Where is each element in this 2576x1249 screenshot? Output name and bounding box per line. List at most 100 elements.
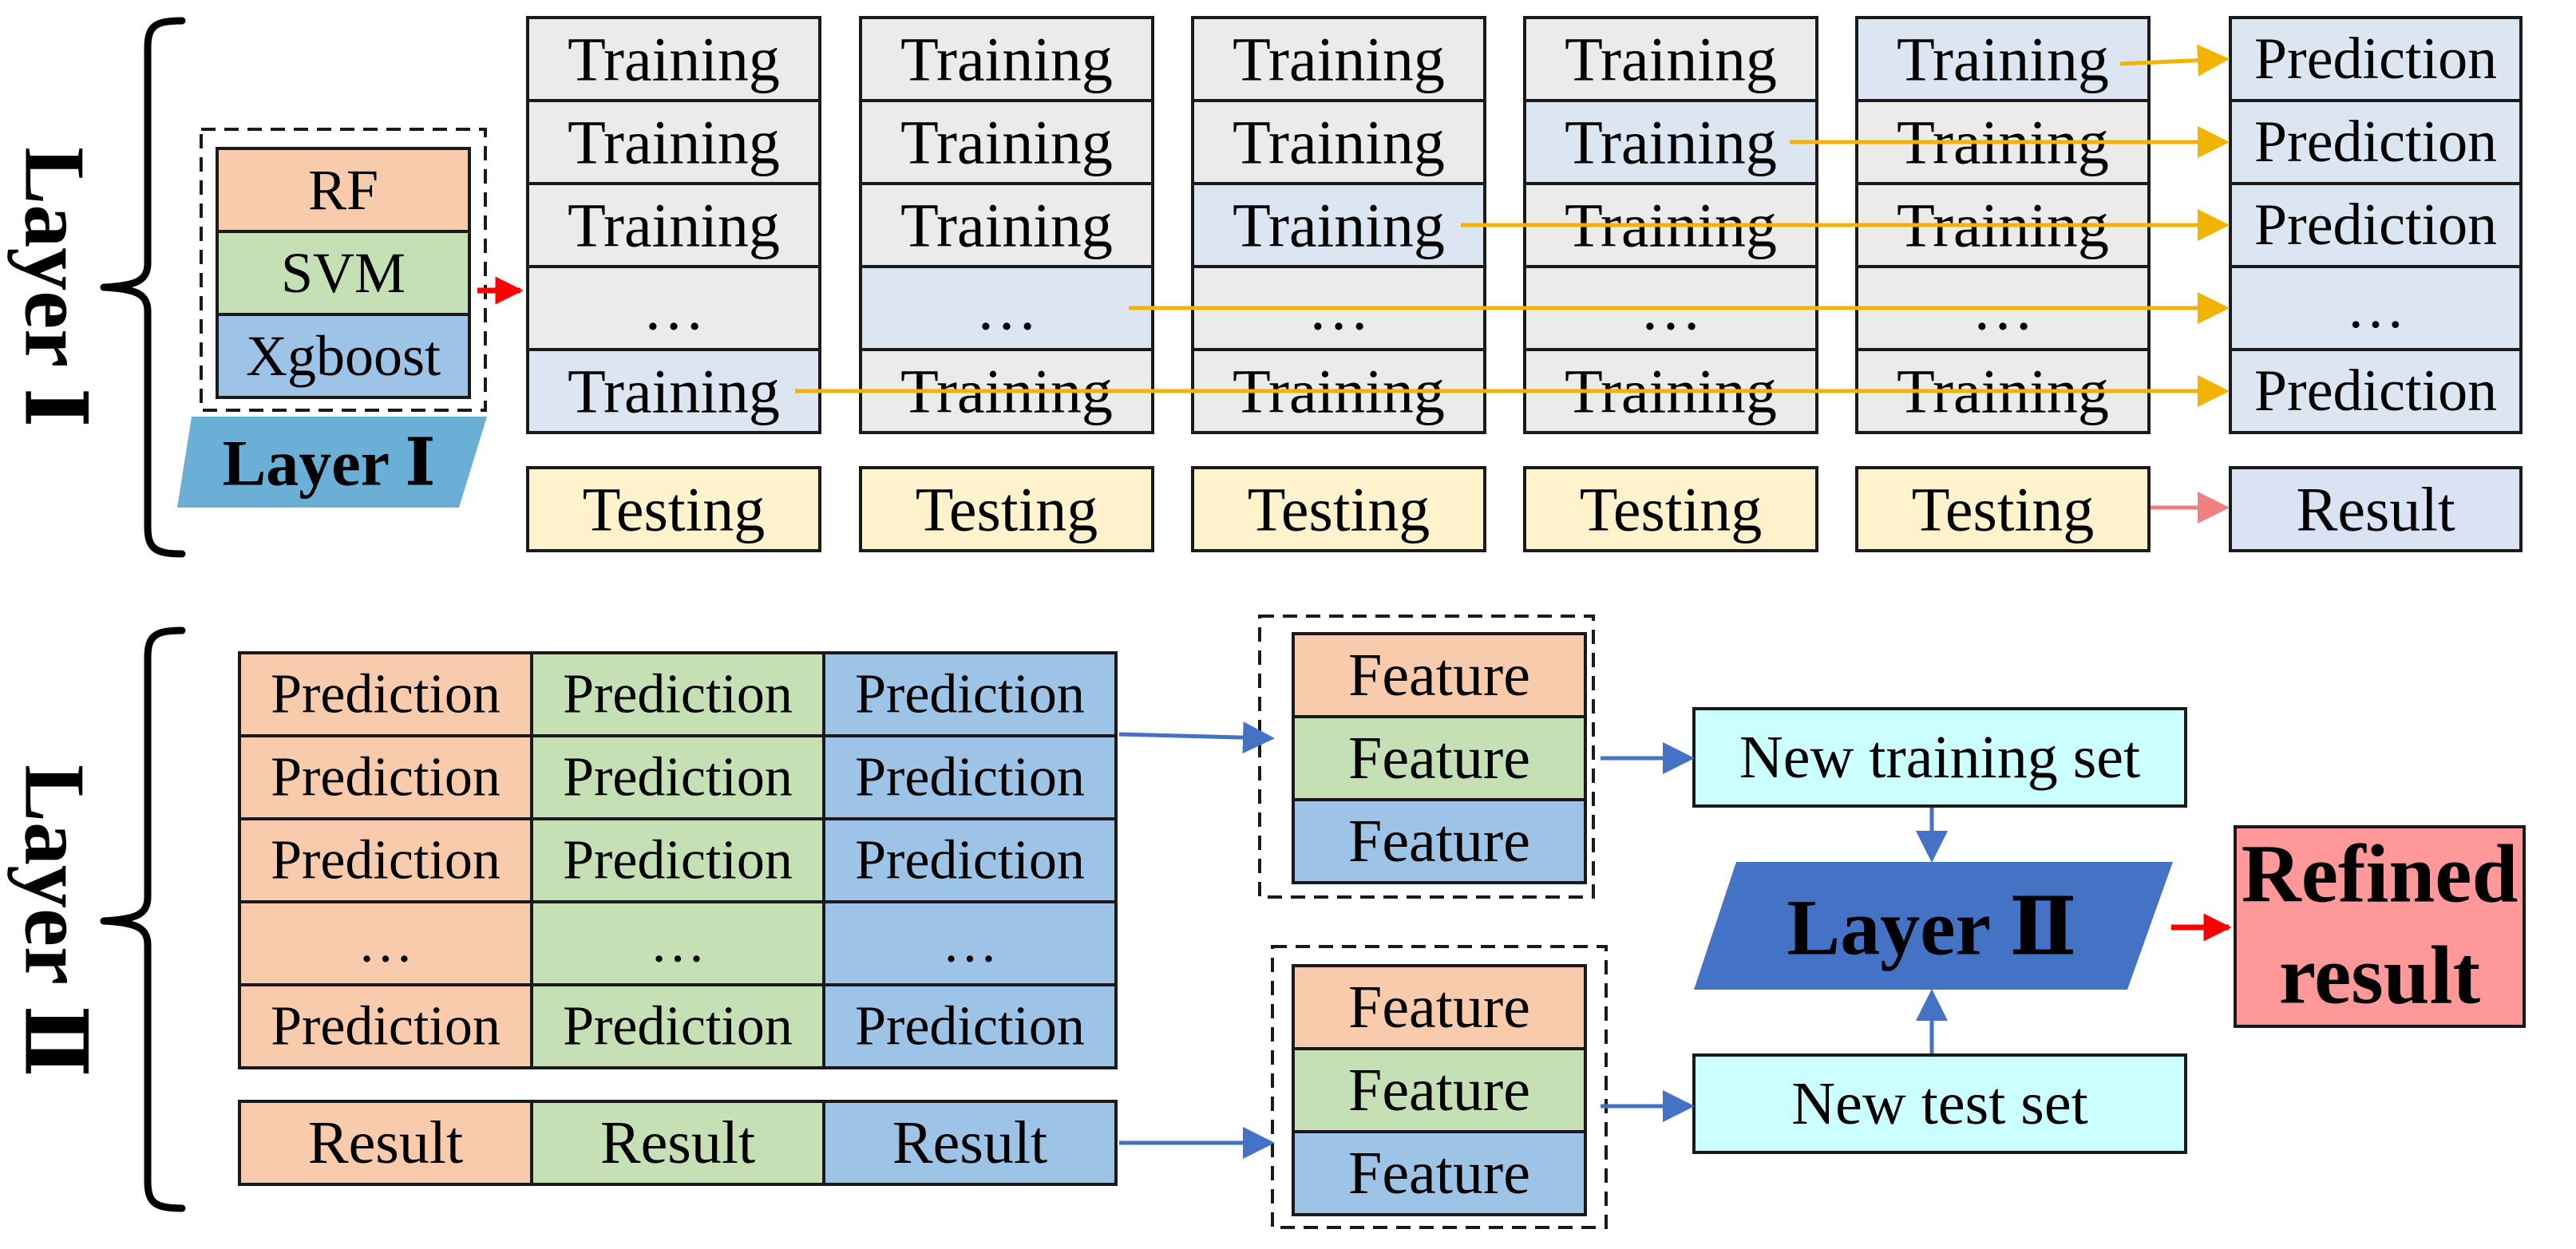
table-prediction-label: Prediction xyxy=(271,996,501,1057)
testing-label: Testing xyxy=(1912,475,2095,544)
result-cell-1 xyxy=(238,1100,533,1186)
table-prediction-label: Prediction xyxy=(855,830,1085,891)
model-label-xgboost: Xgboost xyxy=(246,324,441,388)
cross-validation-folds: TrainingTrainingTraining…TrainingTesting… xyxy=(526,16,2151,552)
fold-2-row-2 xyxy=(859,99,1154,185)
fold-training-label: Training xyxy=(568,191,780,260)
fold-ellipsis: … xyxy=(975,274,1038,343)
layer1-result-label: Result xyxy=(2296,475,2455,544)
feature-bottom-label: Feature xyxy=(1348,974,1530,1041)
table-cell xyxy=(822,651,1118,737)
feature-bottom-box-3 xyxy=(1292,1130,1587,1216)
prediction-ellipsis: … xyxy=(2346,275,2405,341)
fold-1-row-4 xyxy=(526,265,821,351)
fold-training-label: Training xyxy=(1233,108,1445,177)
layer1-result-box xyxy=(2229,466,2523,552)
layer1-side-label: Layer Ⅰ xyxy=(7,147,102,427)
new-training-set-label: New training set xyxy=(1739,724,2140,791)
fold-training-label: Training xyxy=(1233,25,1445,94)
feature-top-label: Feature xyxy=(1348,808,1530,875)
testing-box-4 xyxy=(1523,466,1818,552)
prediction-box-4 xyxy=(2229,265,2523,351)
table-cell xyxy=(822,900,1118,986)
layer2-brace xyxy=(100,626,186,1212)
testing-box-3 xyxy=(1191,466,1486,552)
refined-result-box xyxy=(2234,825,2526,1028)
new-training-set-box xyxy=(1692,707,2187,808)
feature-bottom-box-2 xyxy=(1292,1047,1587,1133)
fold-training-label: Training xyxy=(900,25,1113,94)
fold-training-label: Training xyxy=(568,25,780,94)
table-prediction-label: Prediction xyxy=(855,996,1085,1057)
base-models-group: RF SVM Xgboost xyxy=(200,128,487,412)
fold-1-row-2 xyxy=(526,99,821,185)
feature-top-label: Feature xyxy=(1348,642,1530,709)
table-prediction-label: Prediction xyxy=(563,996,793,1057)
table-ellipsis: … xyxy=(358,913,414,974)
testing-box-1 xyxy=(526,466,821,552)
fold-training-label: Training xyxy=(568,357,780,426)
testing-box-2 xyxy=(859,466,1154,552)
result-cell-label: Result xyxy=(308,1109,463,1176)
fold-1-row-3 xyxy=(526,182,821,268)
result-cell-3 xyxy=(822,1100,1118,1186)
table-prediction-label: Prediction xyxy=(271,830,501,891)
testing-label: Testing xyxy=(916,475,1098,544)
testing-label: Testing xyxy=(1580,475,1763,544)
fold-training-label: Training xyxy=(1565,25,1777,94)
prediction-box-5 xyxy=(2229,348,2523,434)
prediction-box-1 xyxy=(2229,16,2523,102)
table-ellipsis: … xyxy=(942,913,998,974)
table-prediction-label: Prediction xyxy=(563,747,793,808)
fold-4-row-2 xyxy=(1523,99,1818,185)
prediction-label: Prediction xyxy=(2254,192,2497,258)
table-cell xyxy=(530,817,825,903)
model-label-rf: RF xyxy=(308,158,378,222)
layer2-arrows xyxy=(1118,721,2232,1159)
fold-training-label: Training xyxy=(900,191,1113,260)
fold-ellipsis: … xyxy=(643,274,705,343)
fold-training-label: Training xyxy=(1233,191,1445,260)
feature-bottom-label: Feature xyxy=(1348,1140,1530,1207)
base-models-dashed-frame xyxy=(200,128,487,412)
prediction-box-3 xyxy=(2229,182,2523,268)
arrow-fold-5-to-prediction xyxy=(2119,44,2230,77)
prediction-label: Prediction xyxy=(2254,358,2497,424)
testing-label: Testing xyxy=(583,475,766,544)
result-cell-label: Result xyxy=(892,1109,1047,1176)
feature-top-label: Feature xyxy=(1348,725,1530,792)
layer1-arrows xyxy=(477,44,2230,524)
table-cell xyxy=(822,817,1118,903)
model-box-svm xyxy=(216,230,471,316)
table-prediction-label: Prediction xyxy=(563,664,793,725)
table-prediction-label: Prediction xyxy=(855,664,1085,725)
feature-top-box-3 xyxy=(1292,798,1587,884)
table-prediction-label: Prediction xyxy=(271,664,501,725)
fold-training-label: Training xyxy=(900,108,1113,177)
refined-result-line2: result xyxy=(2279,930,2481,1022)
layer1-model-label: Layer Ⅰ xyxy=(223,427,436,500)
fold-4-row-1 xyxy=(1523,16,1818,102)
feature-bottom-box-1 xyxy=(1292,964,1587,1050)
layer2-model-label: Layer Ⅱ xyxy=(1787,883,2077,972)
feature-top-box-1 xyxy=(1292,632,1587,718)
table-prediction-label: Prediction xyxy=(855,747,1085,808)
table-cell xyxy=(530,734,825,820)
layer1-brace xyxy=(100,17,186,558)
fold-training-label: Training xyxy=(1897,25,2109,94)
feature-bottom-label: Feature xyxy=(1348,1057,1530,1124)
table-cell xyxy=(530,651,825,737)
model-label-svm: SVM xyxy=(281,241,406,305)
fold-training-label: Training xyxy=(568,108,780,177)
table-cell xyxy=(238,983,533,1069)
fold-training-label: Training xyxy=(1565,108,1777,177)
feature-top-dashed-frame xyxy=(1258,615,1595,899)
prediction-label: Prediction xyxy=(2254,26,2497,92)
feature-bottom-dashed-frame xyxy=(1271,945,1608,1229)
layer2-side-label: Layer Ⅱ xyxy=(7,765,102,1077)
